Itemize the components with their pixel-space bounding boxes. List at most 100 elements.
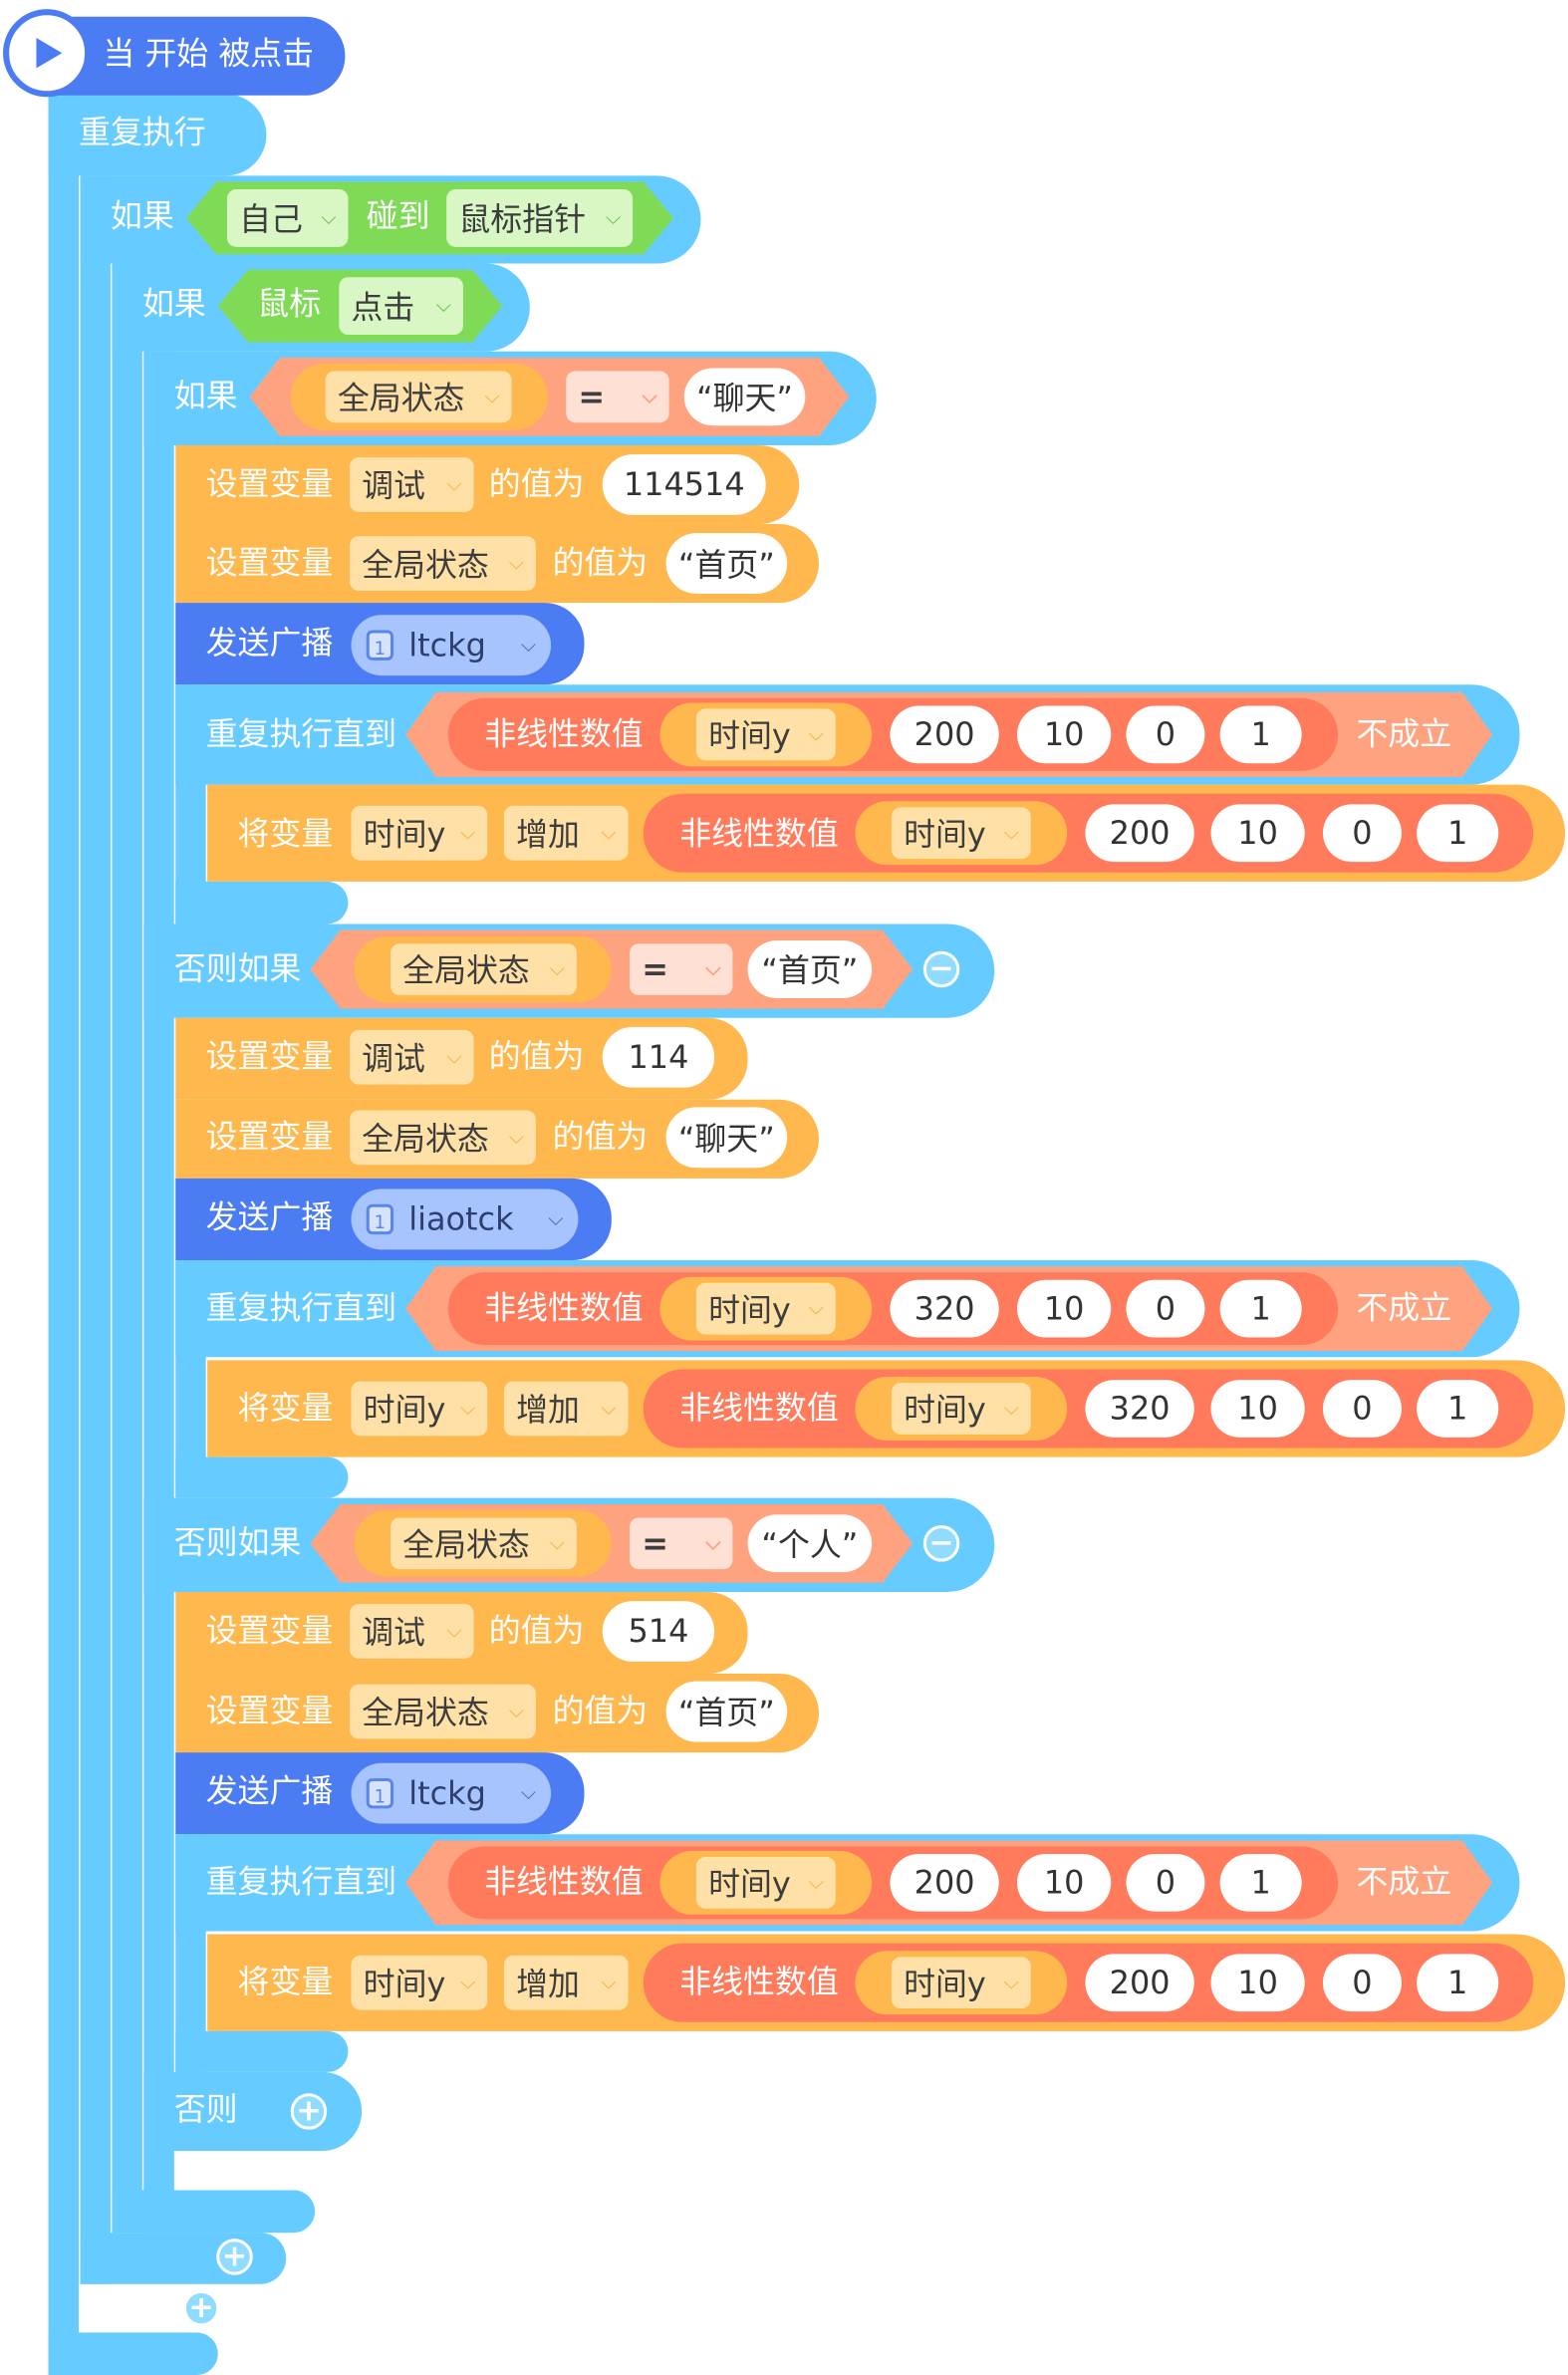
chevron-down-icon: ⌵: [548, 1207, 564, 1231]
nl-param-2[interactable]: 10: [1017, 705, 1112, 764]
chevron-down-icon: ⌵: [601, 1971, 617, 1994]
state-var-dropdown-1[interactable]: 全局状态⌵: [391, 943, 577, 995]
state-var-dropdown[interactable]: 全局状态⌵: [349, 1684, 536, 1739]
else-slot-arm: [143, 2150, 174, 2191]
set-suffix: 的值为: [488, 465, 585, 503]
forever-block[interactable]: [48, 94, 267, 176]
nl-param-1[interactable]: 200: [890, 705, 999, 764]
time-var-dropdown[interactable]: 时间y⌵: [695, 708, 836, 761]
nl-param-2[interactable]: 10: [1017, 1279, 1112, 1338]
chevron-down-icon: ⌵: [808, 1871, 824, 1895]
chevron-down-icon: ⌵: [808, 1297, 824, 1321]
nl-param-3[interactable]: 0: [1126, 1279, 1205, 1338]
time-var-dropdown[interactable]: 时间y⌵: [891, 1383, 1031, 1435]
operator-dropdown-1[interactable]: =⌵: [630, 943, 733, 995]
state-var-dropdown[interactable]: 全局状态⌵: [325, 371, 512, 423]
plus-icon[interactable]: +: [182, 2289, 220, 2327]
nonlinear-label: 非线性数值: [484, 1863, 644, 1901]
chevron-down-icon: ⌵: [435, 294, 451, 318]
debug-value[interactable]: 114514: [602, 454, 766, 515]
broadcast-label: 发送广播: [205, 1198, 334, 1235]
operator-dropdown-2[interactable]: =⌵: [630, 1517, 733, 1570]
change-var-dropdown[interactable]: 时间y⌵: [351, 805, 488, 861]
if-chain-arm: [143, 351, 174, 2191]
nl-param-1[interactable]: 200: [1085, 1954, 1194, 2012]
state-value[interactable]: “首页”: [665, 1681, 788, 1742]
repeat-until-label: 重复执行直到: [205, 1863, 397, 1901]
nl-param-1[interactable]: 200: [890, 1853, 999, 1912]
change-var-dropdown[interactable]: 时间y⌵: [351, 1955, 488, 2010]
chevron-down-icon: ⌵: [705, 957, 721, 981]
set-suffix: 的值为: [488, 1038, 585, 1075]
nl-param-4[interactable]: 1: [1219, 1279, 1302, 1338]
debug-value[interactable]: 514: [602, 1601, 715, 1662]
nonlinear-label: 非线性数值: [679, 815, 839, 853]
nl-param-4[interactable]: 1: [1417, 1380, 1499, 1438]
nonlinear-label: 非线性数值: [484, 1289, 644, 1327]
nl-param-4[interactable]: 1: [1219, 1853, 1302, 1912]
broadcast-label: 发送广播: [205, 1772, 334, 1810]
increase-dropdown[interactable]: 增加⌵: [503, 805, 629, 861]
broadcast-icon: 1: [366, 1203, 394, 1235]
chevron-down-icon: ⌵: [520, 1781, 536, 1805]
debug-var-dropdown[interactable]: 调试⌵: [349, 457, 474, 512]
minus-icon[interactable]: −: [922, 950, 960, 988]
forever-label: 重复执行: [79, 114, 206, 151]
nl-param-3[interactable]: 0: [1322, 1954, 1402, 2012]
nl-param-4[interactable]: 1: [1417, 1954, 1499, 2012]
compare-value-2[interactable]: “个人”: [747, 1514, 873, 1573]
debug-var-dropdown[interactable]: 调试⌵: [349, 1604, 474, 1659]
nl-param-1[interactable]: 200: [1085, 804, 1194, 863]
nl-param-3[interactable]: 0: [1322, 1380, 1402, 1438]
plus-icon[interactable]: +: [290, 2093, 328, 2130]
increase-dropdown[interactable]: 增加⌵: [503, 1381, 629, 1437]
nl-param-1[interactable]: 320: [1085, 1380, 1194, 1438]
nl-param-4[interactable]: 1: [1219, 705, 1302, 764]
operator-dropdown[interactable]: =⌵: [566, 371, 669, 423]
state-var-dropdown[interactable]: 全局状态⌵: [349, 1110, 536, 1166]
chevron-down-icon: ⌵: [605, 206, 621, 230]
state-var-dropdown-2[interactable]: 全局状态⌵: [391, 1517, 577, 1570]
touch-target-dropdown[interactable]: 鼠标指针⌵: [446, 189, 634, 247]
nl-param-2[interactable]: 10: [1210, 1380, 1305, 1438]
set-suffix: 的值为: [552, 1693, 649, 1729]
debug-value[interactable]: 114: [602, 1026, 715, 1088]
sprite-dropdown[interactable]: 自己⌵: [226, 189, 349, 247]
chevron-down-icon: ⌵: [508, 1126, 524, 1150]
state-var-dropdown[interactable]: 全局状态⌵: [349, 536, 536, 591]
nl-param-2[interactable]: 10: [1017, 1853, 1112, 1912]
mouse-action-dropdown[interactable]: 点击⌵: [339, 277, 463, 336]
nl-param-2[interactable]: 10: [1210, 804, 1305, 863]
nl-param-2[interactable]: 10: [1210, 1954, 1305, 2012]
time-var-dropdown[interactable]: 时间y⌵: [695, 1282, 836, 1335]
time-var-dropdown[interactable]: 时间y⌵: [695, 1857, 836, 1909]
change-var-dropdown[interactable]: 时间y⌵: [351, 1381, 488, 1437]
repeat-until-label: 重复执行直到: [205, 715, 397, 752]
elseif-label-1: 否则如果: [173, 950, 302, 987]
set-suffix: 的值为: [552, 1118, 649, 1156]
state-value[interactable]: “首页”: [665, 533, 788, 594]
time-var-dropdown[interactable]: 时间y⌵: [891, 1957, 1031, 2009]
add-else-plus-icon[interactable]: +: [216, 2239, 253, 2275]
minus-icon[interactable]: −: [922, 1525, 960, 1562]
chevron-down-icon: ⌵: [446, 1045, 462, 1069]
chevron-down-icon: ⌵: [446, 473, 462, 496]
state-value[interactable]: “聊天”: [665, 1107, 788, 1169]
compare-value[interactable]: “聊天”: [683, 368, 806, 426]
chevron-down-icon: ⌵: [484, 385, 500, 408]
nl-param-3[interactable]: 0: [1126, 705, 1205, 764]
nl-param-1[interactable]: 320: [890, 1279, 999, 1338]
nl-param-3[interactable]: 0: [1126, 1853, 1205, 1912]
increase-dropdown[interactable]: 增加⌵: [503, 1955, 629, 2010]
compare-value-1[interactable]: “首页”: [747, 940, 873, 998]
chevron-down-icon: ⌵: [520, 634, 536, 658]
mouse-word: 鼠标: [257, 285, 322, 323]
nl-param-4[interactable]: 1: [1417, 804, 1499, 863]
time-var-dropdown[interactable]: 时间y⌵: [891, 807, 1031, 860]
broadcast-icon: 1: [366, 1777, 394, 1809]
debug-var-dropdown[interactable]: 调试⌵: [349, 1029, 474, 1085]
nl-param-3[interactable]: 0: [1322, 804, 1402, 863]
